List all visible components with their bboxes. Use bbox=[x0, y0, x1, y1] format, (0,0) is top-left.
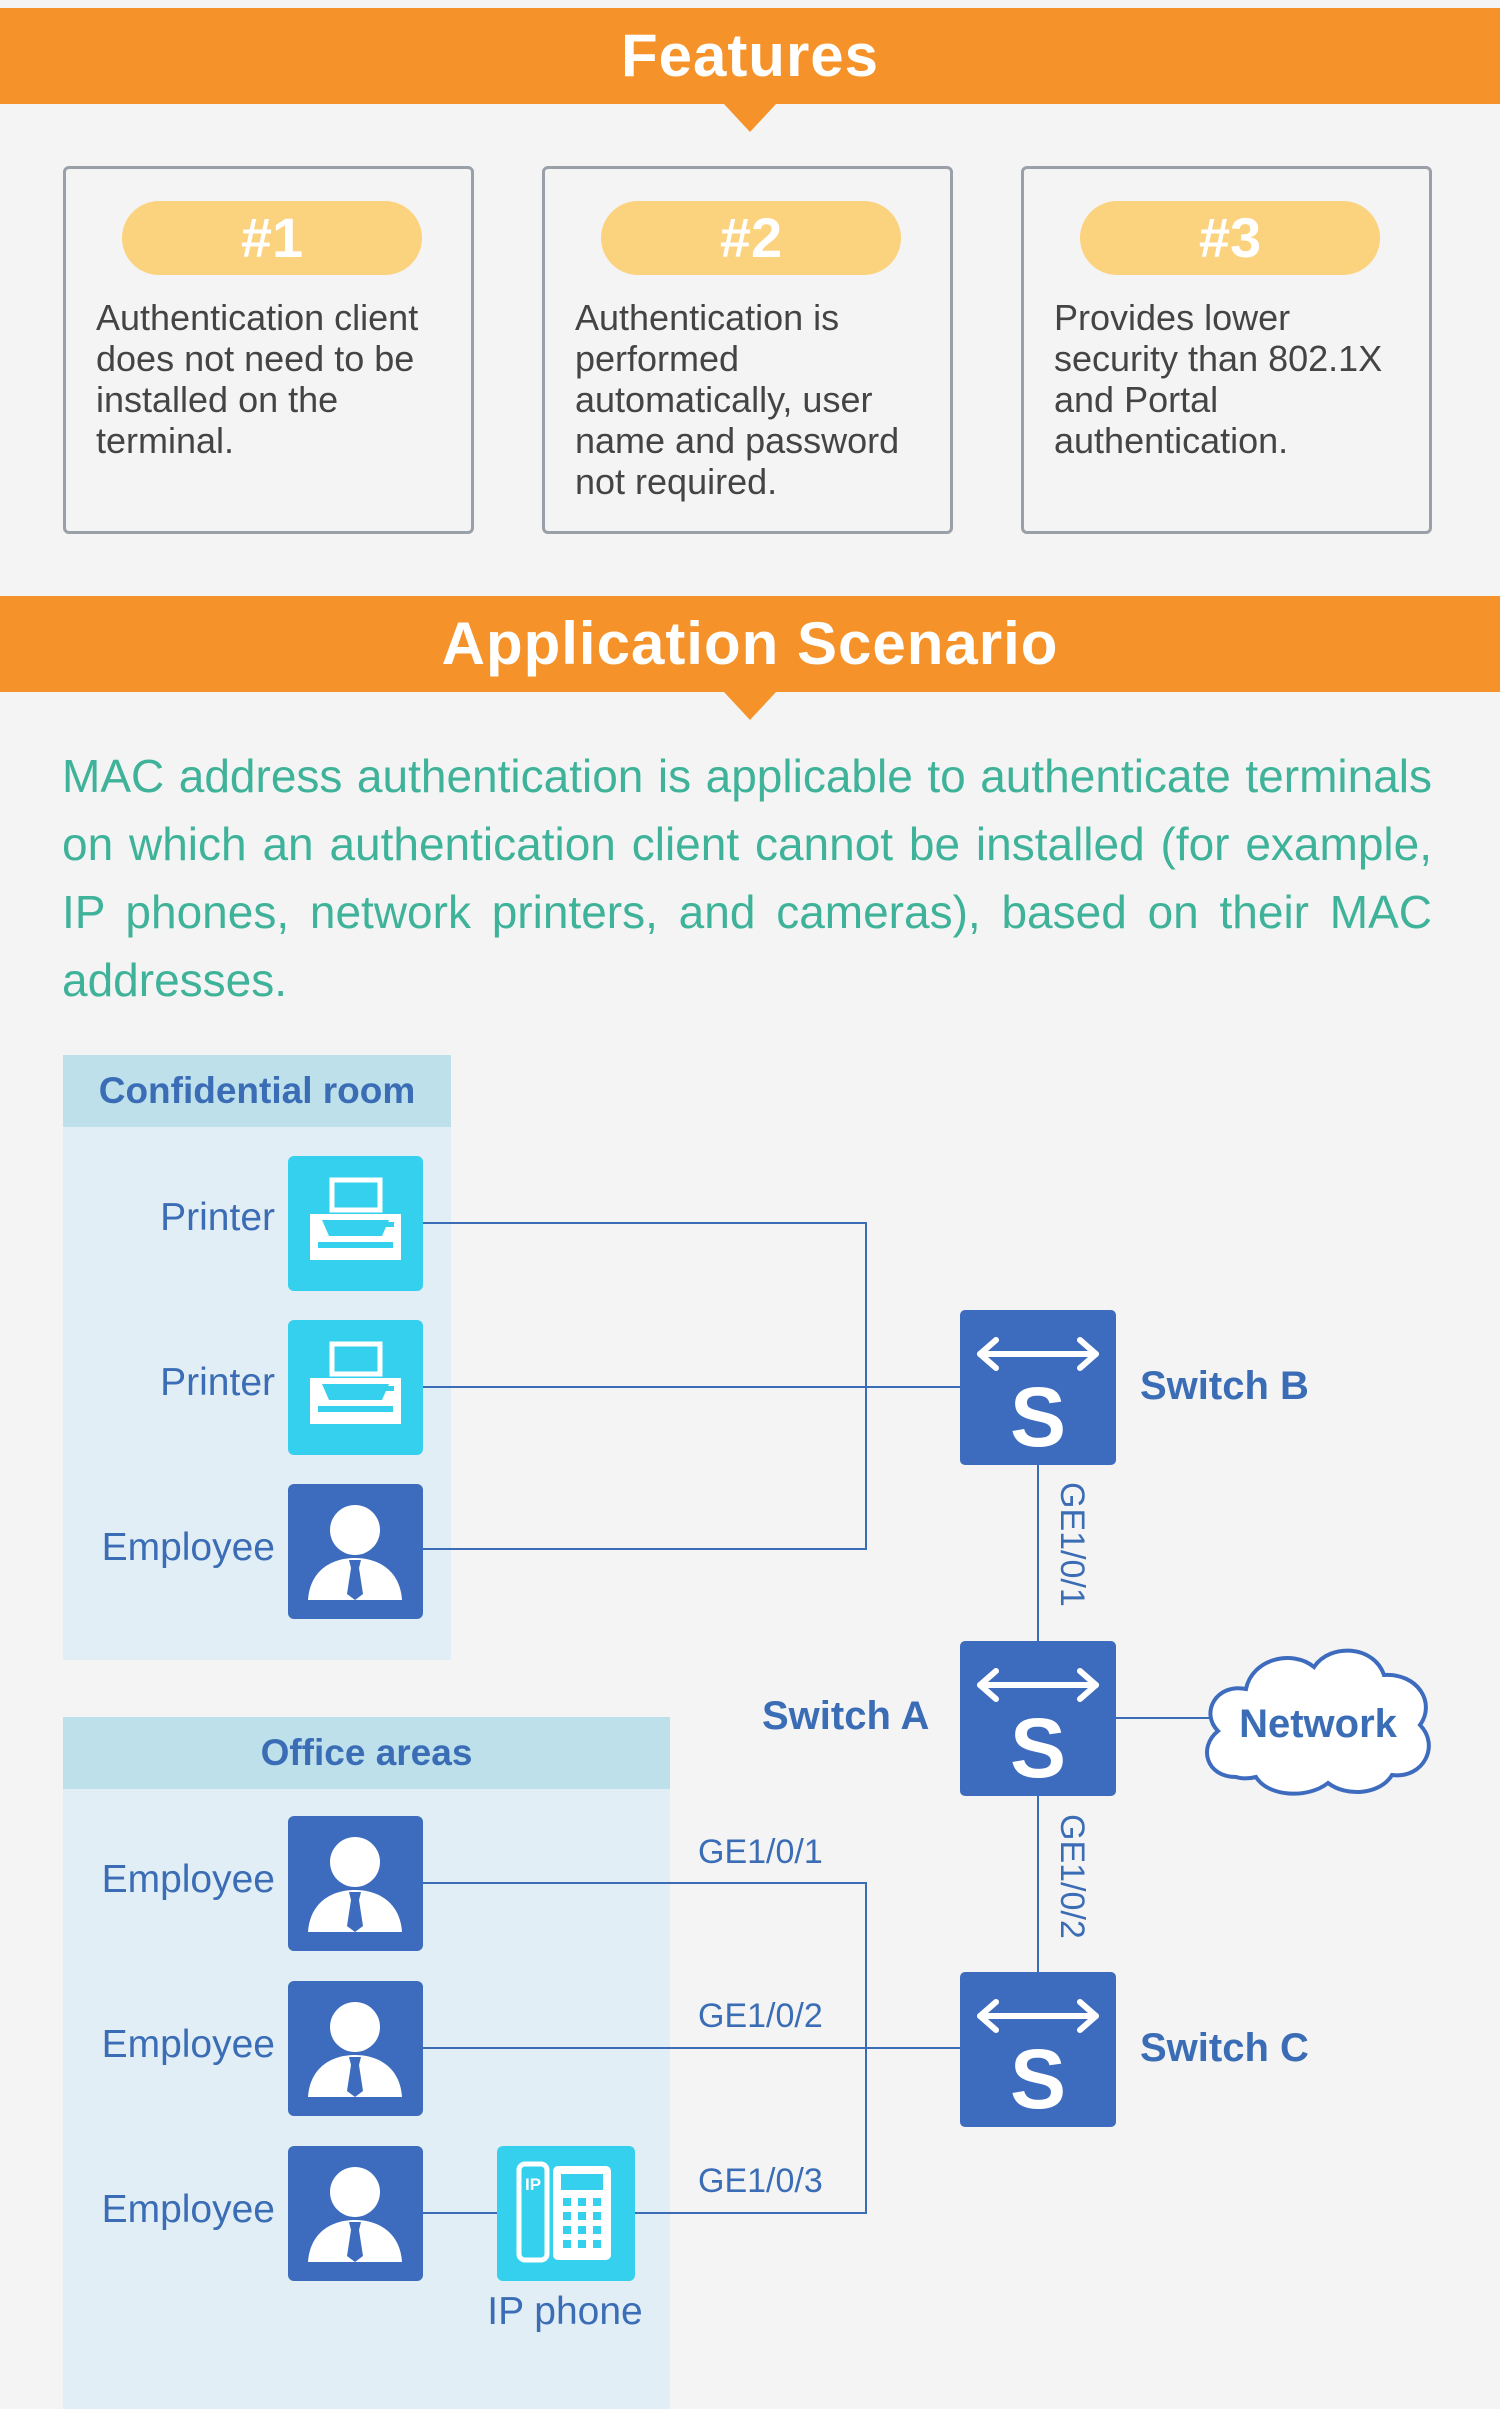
device-label-printer: Printer bbox=[160, 1361, 275, 1404]
switch-a-icon: S bbox=[960, 1641, 1116, 1796]
scenario-description: MAC address authentication is applicable… bbox=[62, 750, 1432, 1006]
printer-icon bbox=[288, 1320, 423, 1455]
confidential-room-title: Confidential room bbox=[63, 1055, 451, 1127]
device-label-employee: Employee bbox=[101, 1858, 275, 1901]
device-label-printer: Printer bbox=[160, 1196, 275, 1239]
device-label-employee: Employee bbox=[101, 1526, 275, 1569]
switch-c-label: Switch C bbox=[1140, 2026, 1309, 2070]
port-label-a-c: GE1/0/2 bbox=[1053, 1814, 1091, 1939]
device-label-employee: Employee bbox=[101, 2188, 275, 2231]
port-label-a-b: GE1/0/1 bbox=[1053, 1482, 1091, 1607]
banner-arrow bbox=[724, 104, 776, 132]
employee-icon bbox=[288, 1484, 423, 1619]
switch-c-icon: S bbox=[960, 1972, 1116, 2127]
port-label-c-3: GE1/0/3 bbox=[698, 2162, 823, 2200]
feature-text: Authentication client does not need to b… bbox=[96, 297, 419, 461]
switch-glyph: S bbox=[1010, 1370, 1066, 1464]
features-title: Features bbox=[620, 22, 880, 89]
printer-icon bbox=[288, 1156, 423, 1291]
switch-a-label: Switch A bbox=[762, 1694, 930, 1738]
features-banner: Features bbox=[0, 8, 1500, 132]
office-areas-title: Office areas bbox=[63, 1717, 670, 1789]
ip-phone-label: IP phone bbox=[487, 2290, 643, 2333]
switch-glyph: S bbox=[1010, 1701, 1066, 1795]
scenario-banner: Application Scenario bbox=[0, 596, 1500, 720]
port-label-c-2: GE1/0/2 bbox=[698, 1997, 823, 2035]
network-cloud-icon: Network bbox=[1205, 1648, 1431, 1796]
feature-card-3: #3 Provides lower security than 802.1X a… bbox=[1021, 166, 1432, 534]
banner-arrow bbox=[724, 692, 776, 720]
ip-phone-icon: IP bbox=[497, 2146, 635, 2281]
scenario-title: Application Scenario bbox=[441, 610, 1059, 677]
feature-card-1: #1 Authentication client does not need t… bbox=[63, 166, 474, 534]
feature-number: #1 bbox=[122, 201, 422, 275]
device-label-employee: Employee bbox=[101, 2023, 275, 2066]
feature-number: #3 bbox=[1080, 201, 1380, 275]
feature-card-2: #2 Authentication is performed automatic… bbox=[542, 166, 953, 534]
feature-text: Provides lower security than 802.1X and … bbox=[1054, 297, 1383, 461]
network-label: Network bbox=[1239, 1702, 1398, 1746]
svg-text:IP: IP bbox=[525, 2175, 541, 2194]
feature-number: #2 bbox=[601, 201, 901, 275]
employee-icon bbox=[288, 1981, 423, 2116]
switch-glyph: S bbox=[1010, 2032, 1066, 2126]
feature-text: Authentication is performed automaticall… bbox=[575, 297, 900, 502]
switch-b-icon: S bbox=[960, 1310, 1116, 1465]
port-label-c-1: GE1/0/1 bbox=[698, 1833, 823, 1871]
employee-icon bbox=[288, 1816, 423, 1951]
switch-b-label: Switch B bbox=[1140, 1364, 1309, 1408]
employee-icon bbox=[288, 2146, 423, 2281]
